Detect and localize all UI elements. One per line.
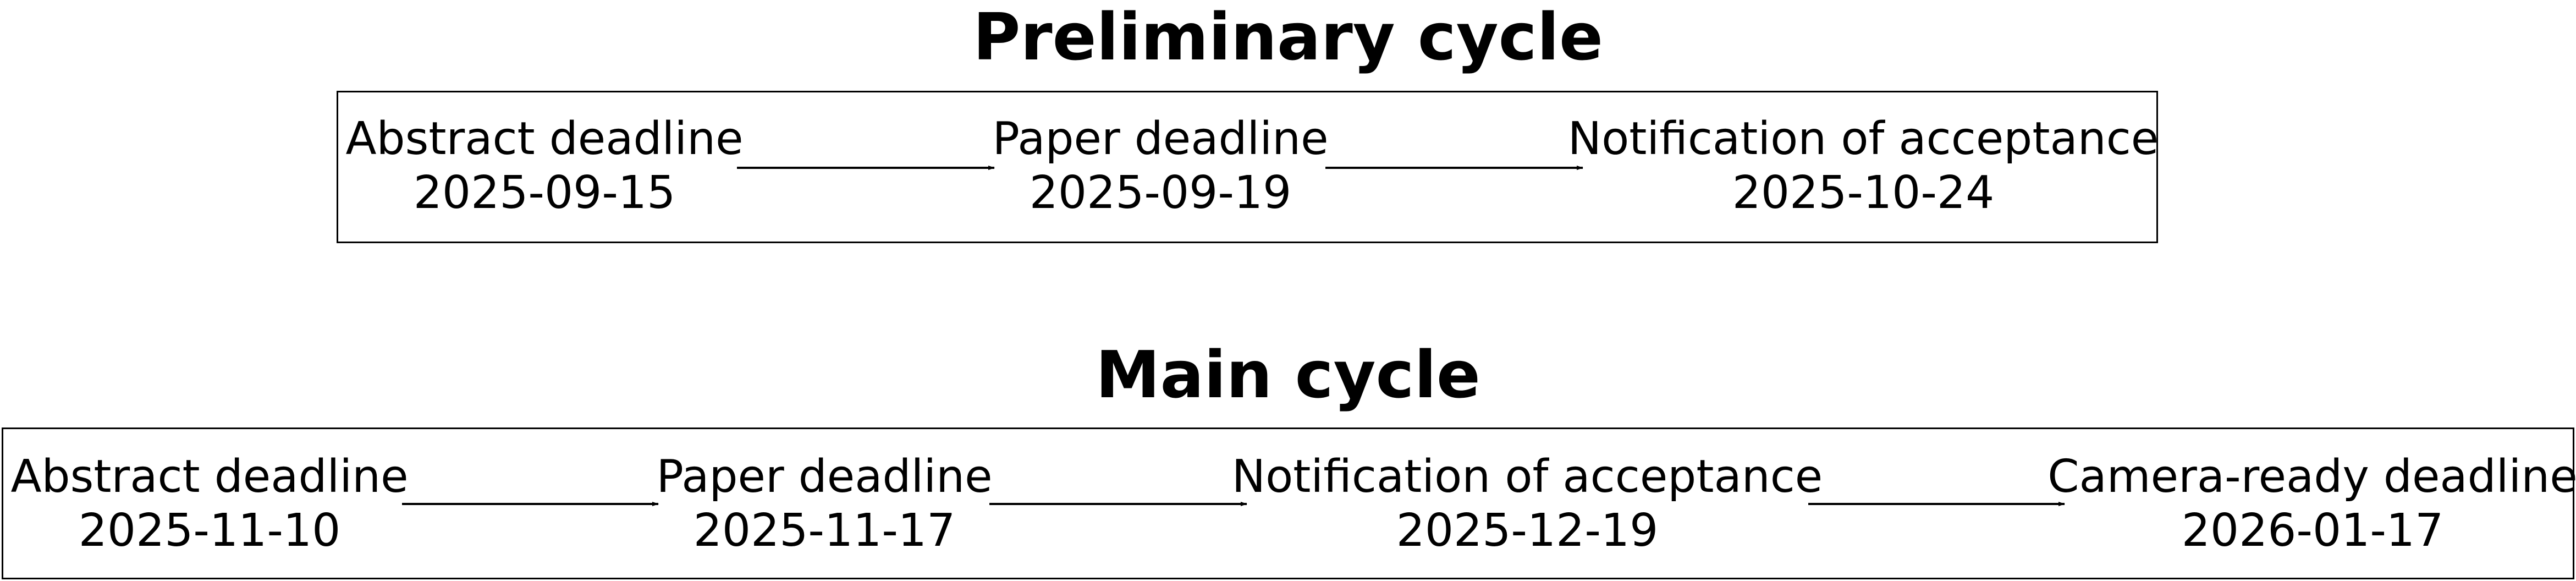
step-abstract-deadline: Abstract deadline 2025-09-15 (345, 112, 743, 220)
main-cycle-title: Main cycle (1096, 337, 1480, 413)
step-paper-deadline: Paper deadline 2025-09-19 (992, 112, 1328, 220)
preliminary-cycle-title: Preliminary cycle (972, 0, 1604, 75)
step-abstract-deadline: Abstract deadline 2025-11-10 (10, 450, 408, 558)
step-label: Camera-ready deadline (2047, 451, 2576, 503)
step-label: Abstract deadline (10, 451, 409, 503)
step-notification-of-acceptance: Notification of acceptance 2025-10-24 (1568, 112, 2159, 220)
step-date: 2026-01-17 (2181, 505, 2444, 557)
step-label: Notification of acceptance (1567, 113, 2159, 165)
step-label: Paper deadline (656, 451, 993, 503)
step-date: 2025-09-15 (413, 167, 676, 219)
step-label: Paper deadline (992, 113, 1329, 165)
step-paper-deadline: Paper deadline 2025-11-17 (656, 450, 992, 558)
step-label: Abstract deadline (345, 113, 744, 165)
step-date: 2025-09-19 (1029, 167, 1292, 219)
preliminary-cycle-arrows (737, 166, 1583, 170)
main-cycle-box: Abstract deadline 2025-11-10 Paper deadl… (2, 427, 2576, 579)
step-date: 2025-12-19 (1396, 505, 1659, 557)
step-date: 2025-11-17 (693, 505, 956, 557)
preliminary-cycle-box: Abstract deadline 2025-09-15 Paper deadl… (337, 91, 2159, 243)
step-camera-ready-deadline: Camera-ready deadline 2026-01-17 (2047, 450, 2576, 558)
step-date: 2025-10-24 (1732, 167, 1995, 219)
main-cycle-arrows (402, 502, 2065, 506)
step-label: Notification of acceptance (1231, 451, 1823, 503)
step-notification-of-acceptance: Notification of acceptance 2025-12-19 (1232, 450, 1823, 558)
step-date: 2025-11-10 (78, 505, 341, 557)
